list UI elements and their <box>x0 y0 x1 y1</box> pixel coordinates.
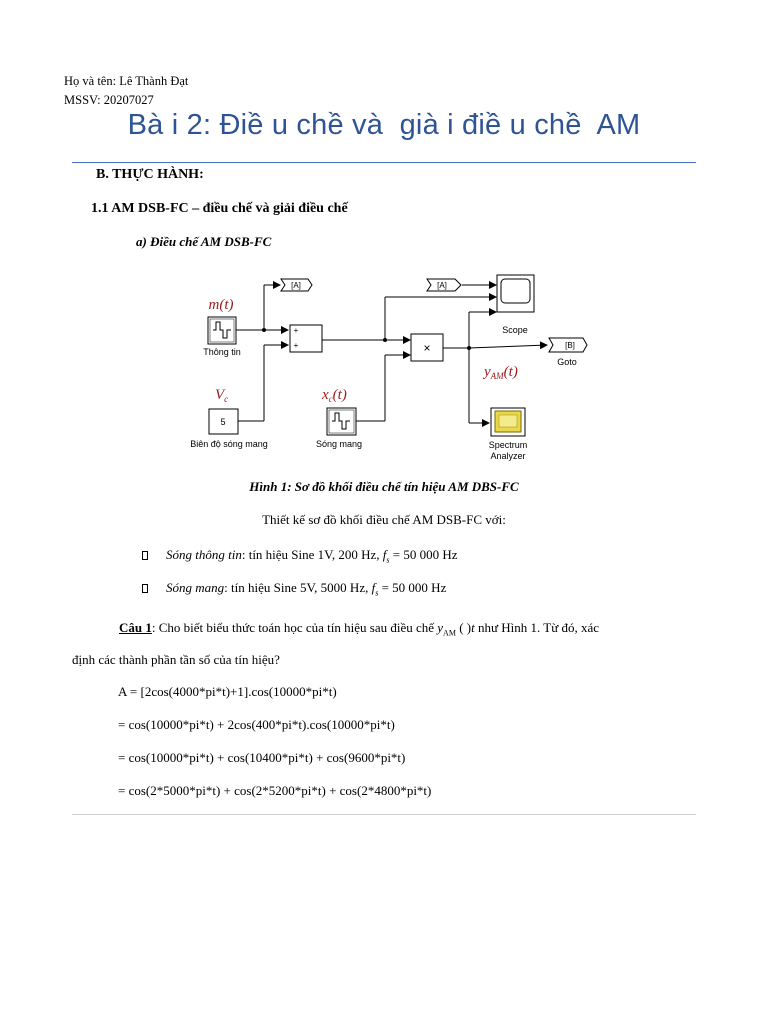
m-label: m(t) <box>209 297 234 313</box>
constant-value: 5 <box>220 417 225 427</box>
question-line-2: định các thành phần tần số của tín hiệu? <box>72 652 280 667</box>
yam-label: yAM(t) <box>482 364 518 381</box>
goto-b-block[interactable] <box>548 337 588 353</box>
equation-line: = cos(10000*pi*t) + cos(10400*pi*t) + co… <box>118 750 406 765</box>
scope-block[interactable] <box>496 274 535 313</box>
question-line-1: Câu 1: Cho biết biểu thức toán học của t… <box>119 620 600 638</box>
section-heading-1-1: 1.1 AM DSB-FC – điều chế và giải điều ch… <box>91 201 348 216</box>
sum-block[interactable] <box>289 324 323 353</box>
goto-label: Goto <box>557 357 577 367</box>
spectrum-label-1: Spectrum <box>489 440 528 450</box>
bullet-icon <box>142 551 148 560</box>
constant-block[interactable] <box>208 408 239 435</box>
equation-line: = cos(2*5000*pi*t) + cos(2*5200*pi*t) + … <box>118 783 432 798</box>
sum-plus-2: + <box>294 341 299 350</box>
sine-carrier-label: Sóng mang <box>316 439 362 449</box>
design-intro: Thiết kế sơ đồ khối điều chế AM DSB-FC v… <box>262 512 506 527</box>
constant-label: Biên độ sóng mang <box>190 439 268 449</box>
title-divider <box>72 162 696 163</box>
bullet-icon <box>142 584 148 593</box>
junction-dot <box>467 346 471 350</box>
bullet-item-info: Sóng thông tin: tín hiệu Sine 1V, 200 Hz… <box>166 547 458 565</box>
sine-info-label: Thông tin <box>203 347 241 357</box>
goto-a-tag-2: [A] <box>437 281 447 290</box>
product-block[interactable] <box>410 333 444 362</box>
scope-label: Scope <box>502 325 528 335</box>
section-heading-b: B. THỰC HÀNH: <box>96 167 204 182</box>
figure-caption: Hình 1: Sơ đồ khối điều chế tín hiệu AM … <box>249 479 519 494</box>
equation-line: = cos(10000*pi*t) + 2cos(400*pi*t).cos(1… <box>118 717 395 732</box>
page-title: Bà i 2: Điề u chề và già i điề u chề AM <box>127 109 641 141</box>
sum-plus-1: + <box>294 326 299 335</box>
footer-divider <box>72 814 696 815</box>
junction-dot <box>383 338 387 342</box>
spectrum-label-2: Analyzer <box>490 451 525 461</box>
block-diagram: Thông tin m(t) [A] 5 Biên độ sóng mang V… <box>190 274 588 461</box>
vc-label: Vc <box>215 387 228 404</box>
sine-carrier-block[interactable] <box>326 407 357 436</box>
student-name: Họ và tên: Lê Thành Đạt <box>64 74 189 88</box>
equation-line: A = [2cos(4000*pi*t)+1].cos(10000*pi*t) <box>118 684 337 699</box>
student-id: MSSV: 20207027 <box>64 93 154 107</box>
goto-a-block-1[interactable] <box>280 278 313 292</box>
product-symbol: × <box>423 341 430 355</box>
goto-a-block-2[interactable] <box>426 278 462 292</box>
sine-info-block[interactable] <box>207 316 237 345</box>
subsection-heading-a: a) Điều chế AM DSB-FC <box>136 234 272 249</box>
junction-dot <box>262 328 266 332</box>
spectrum-analyzer-block[interactable] <box>490 407 526 437</box>
bullet-item-carrier: Sóng mang: tín hiệu Sine 5V, 5000 Hz, fs… <box>166 580 447 598</box>
goto-b-tag: [B] <box>565 341 575 350</box>
goto-a-tag-1: [A] <box>291 281 301 290</box>
xc-label: xc(t) <box>321 387 347 404</box>
